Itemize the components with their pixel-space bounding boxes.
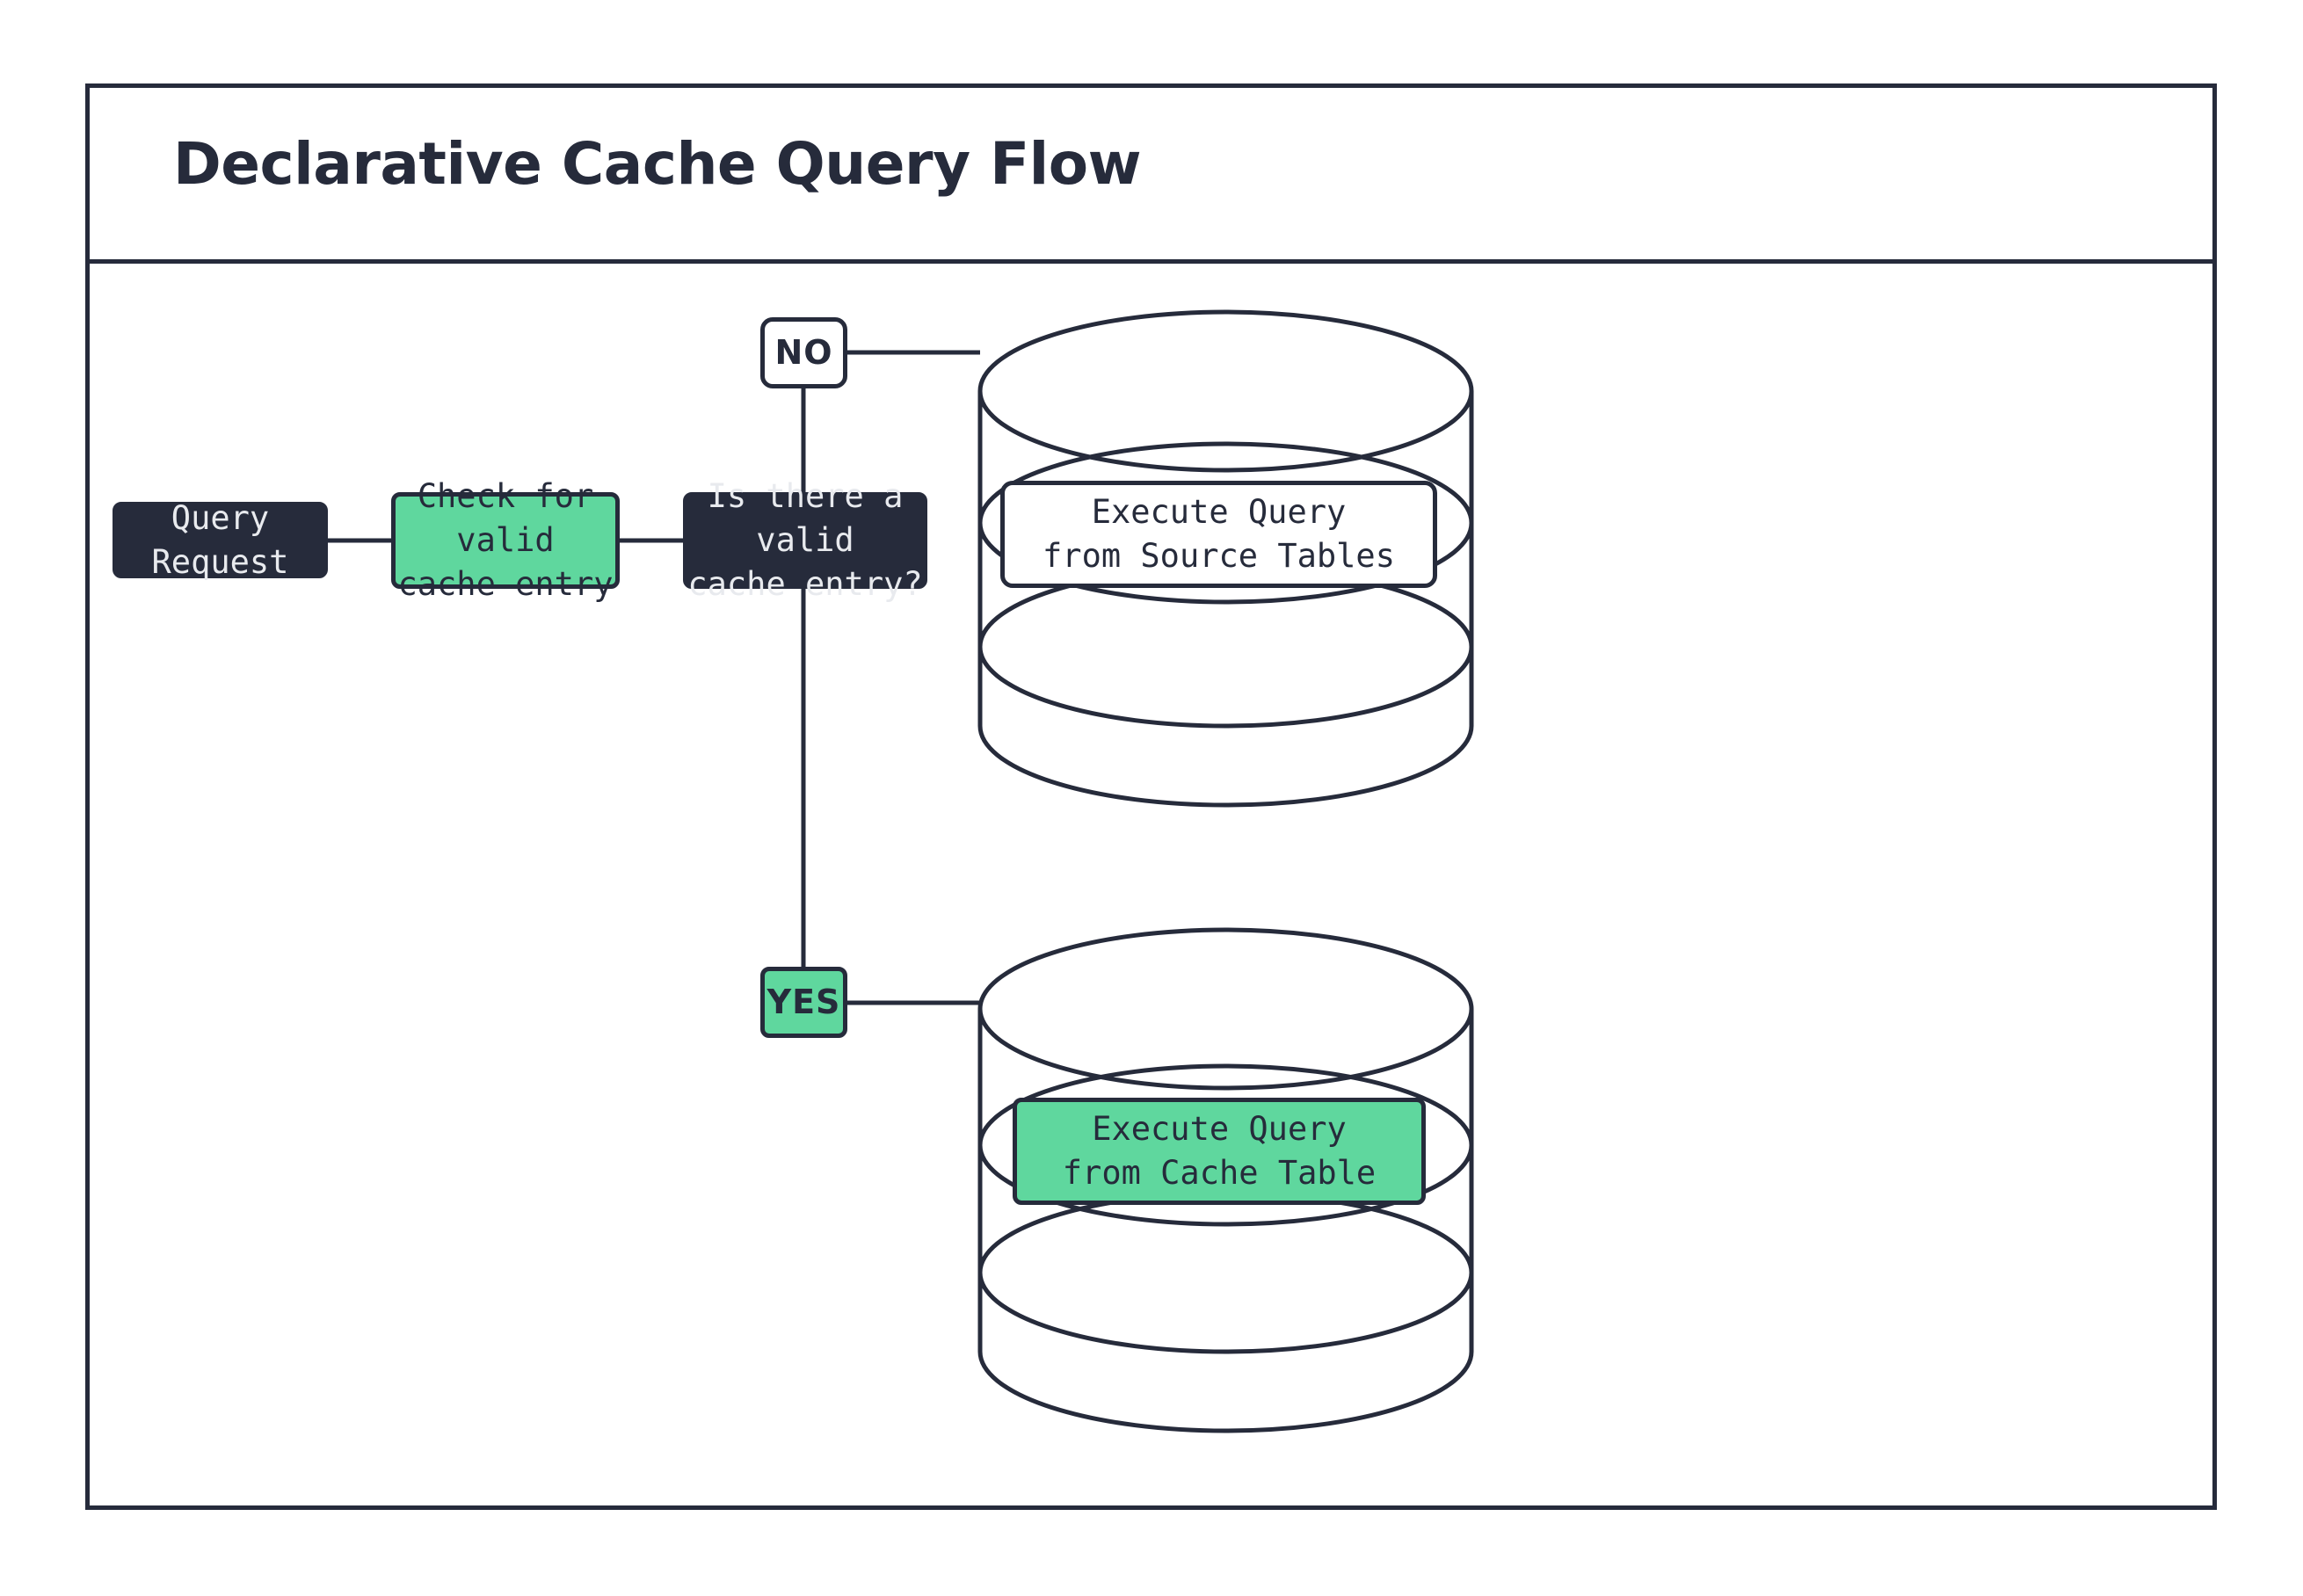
diagram-frame: Declarative Cache Query Flow	[85, 83, 2217, 1510]
page-title: Declarative Cache Query Flow	[173, 130, 1142, 198]
node-decision-is-there-a-valid-cache-entry[interactable]: Is there a valid cache entry?	[683, 477, 927, 603]
diagram-canvas: Query Request Check for valid cache entr…	[90, 88, 2212, 1505]
connector-layer	[328, 309, 1474, 1433]
branch-label-yes[interactable]: YES	[760, 967, 847, 1038]
node-execute-query-from-source-tables[interactable]: Execute Query from Source Tables	[1000, 481, 1437, 588]
node-query-request[interactable]: Query Request	[113, 499, 328, 581]
branch-label-no[interactable]: NO	[760, 317, 847, 388]
node-execute-query-from-cache-table[interactable]: Execute Query from Cache Table	[1013, 1098, 1426, 1205]
node-check-for-valid-cache-entry[interactable]: Check for valid cache entry	[391, 477, 620, 603]
title-bar: Declarative Cache Query Flow	[90, 88, 2212, 264]
